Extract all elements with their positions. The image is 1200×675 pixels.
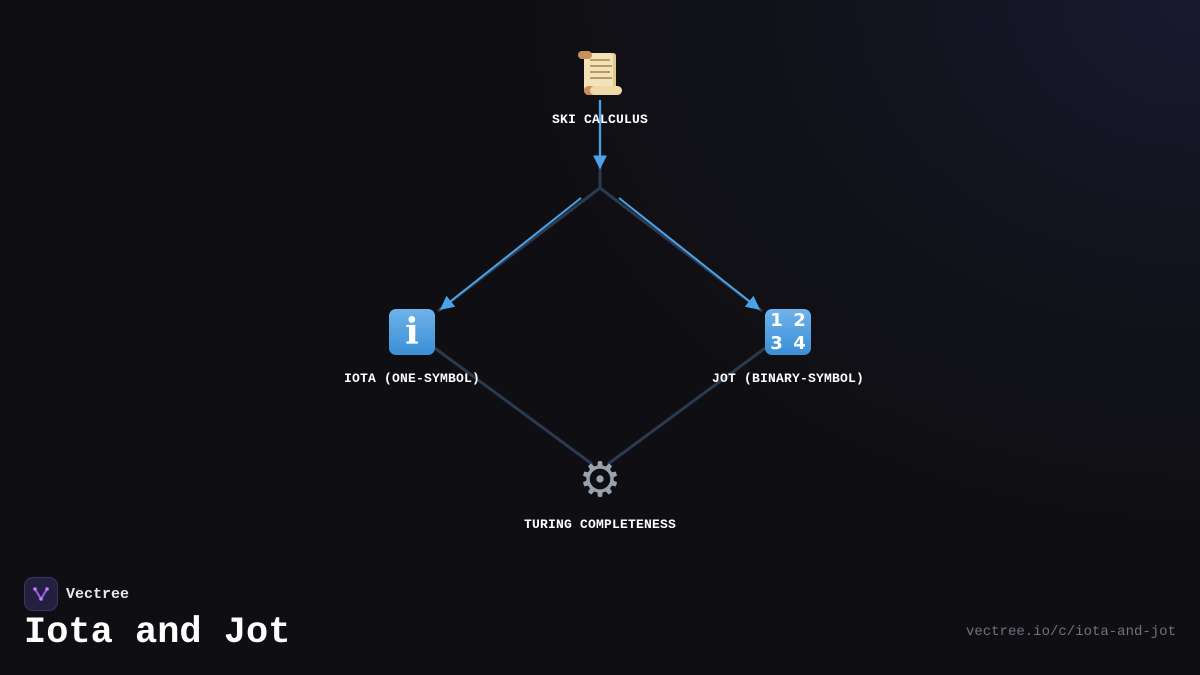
scroll-icon (576, 50, 624, 98)
brand-name: Vectree (66, 585, 130, 603)
edge-jot-turing (607, 344, 769, 466)
node-ski-calculus[interactable]: SKI CALCULUS (480, 50, 720, 127)
page-url[interactable]: vectree.io/c/iota-and-jot (965, 624, 1176, 640)
node-turing-completeness[interactable]: ⚙ TURING COMPLETENESS (480, 455, 720, 532)
page-title: Iota and Jot (24, 612, 291, 654)
vectree-logo-icon (24, 577, 58, 611)
node-label: TURING COMPLETENESS (523, 517, 677, 532)
gear-icon: ⚙ (578, 452, 622, 508)
node-label: SKI CALCULUS (551, 112, 648, 127)
node-label: IOTA (ONE-SYMBOL) (343, 371, 481, 386)
node-label: JOT (BINARY-SYMBOL) (711, 371, 865, 386)
node-iota[interactable]: i IOTA (ONE-SYMBOL) (292, 309, 532, 386)
information-icon: i (389, 309, 435, 355)
arrow-to-jot (618, 197, 761, 310)
edge-iota-turing (431, 344, 593, 466)
brand: Vectree (24, 577, 129, 611)
arrow-to-iota (439, 197, 582, 310)
